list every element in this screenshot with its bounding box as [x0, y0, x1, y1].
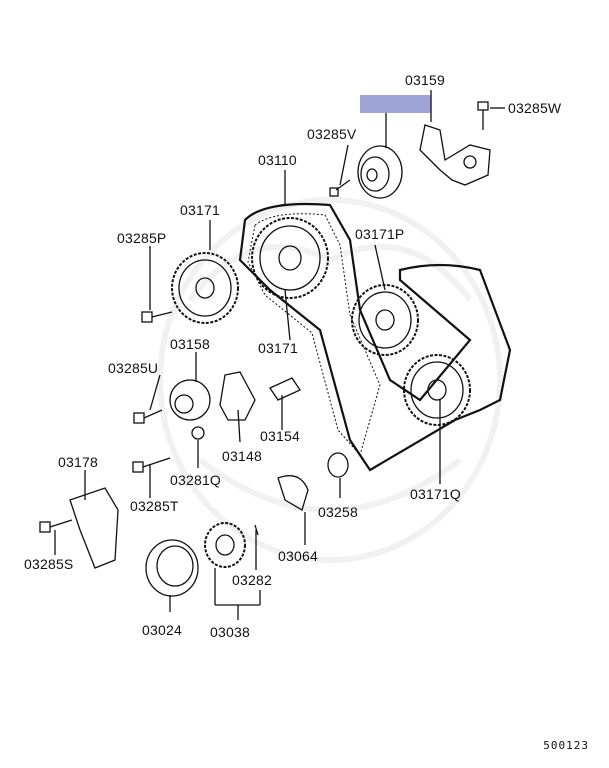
idler-pulley [357, 145, 403, 199]
shaft-03154 [269, 377, 301, 401]
timing-belt-03110 [238, 202, 512, 472]
bolt-03285P [141, 311, 173, 323]
label-03178: 03178 [58, 454, 98, 470]
label-03285T: 03285T [130, 498, 179, 514]
label-03285P: 03285P [117, 230, 167, 246]
label-03038: 03038 [210, 624, 250, 640]
seal-03258 [327, 452, 349, 478]
autotensioner-03178 [69, 487, 119, 569]
flange-03024 [145, 539, 199, 597]
label-03064: 03064 [278, 548, 318, 564]
label-03285W: 03285W [508, 100, 562, 116]
bolt-03285W [477, 101, 489, 130]
bolt-03285V [329, 179, 351, 197]
plate-03064 [277, 475, 309, 511]
label-03285V: 03285V [307, 126, 357, 142]
tensioner-pulley-03158 [169, 379, 211, 421]
label-03154: 03154 [260, 428, 300, 444]
tensioner-bracket-03159 [419, 124, 491, 186]
washer-03281Q [191, 426, 205, 440]
bolt-03285T [132, 457, 171, 473]
label-03024: 03024 [142, 622, 182, 638]
sprocket-03171-left [171, 252, 239, 324]
bolt-03285S [39, 519, 73, 533]
bolt-03285U [133, 409, 163, 424]
tensioner-arm-03148 [219, 371, 256, 421]
watermark-emblem [157, 197, 503, 563]
key-03282 [254, 524, 259, 536]
label-03159: 03159 [405, 72, 445, 88]
diagram-code: 500123 [543, 739, 589, 752]
label-03158: 03158 [170, 336, 210, 352]
label-03285U: 03285U [108, 360, 159, 376]
label-03171Q: 03171Q [410, 486, 462, 502]
label-03171P: 03171P [355, 226, 405, 242]
label-03258: 03258 [318, 504, 358, 520]
sprocket-03171Q [403, 354, 471, 426]
sprocket-03171-center [251, 217, 329, 299]
sprocket-03171P [351, 284, 419, 356]
label-03281Q: 03281Q [170, 472, 222, 488]
timing-belt-inner [247, 213, 381, 457]
label-03171: 03171 [180, 202, 220, 218]
label-03285S: 03285S [24, 556, 74, 572]
label-03282: 03282 [232, 572, 272, 588]
highlight-03159 [360, 95, 431, 113]
label-03110: 03110 [258, 152, 297, 168]
crank-sprocket-03038 [204, 522, 246, 568]
label-03148: 03148 [222, 448, 262, 464]
label-03171: 03171 [258, 340, 298, 356]
